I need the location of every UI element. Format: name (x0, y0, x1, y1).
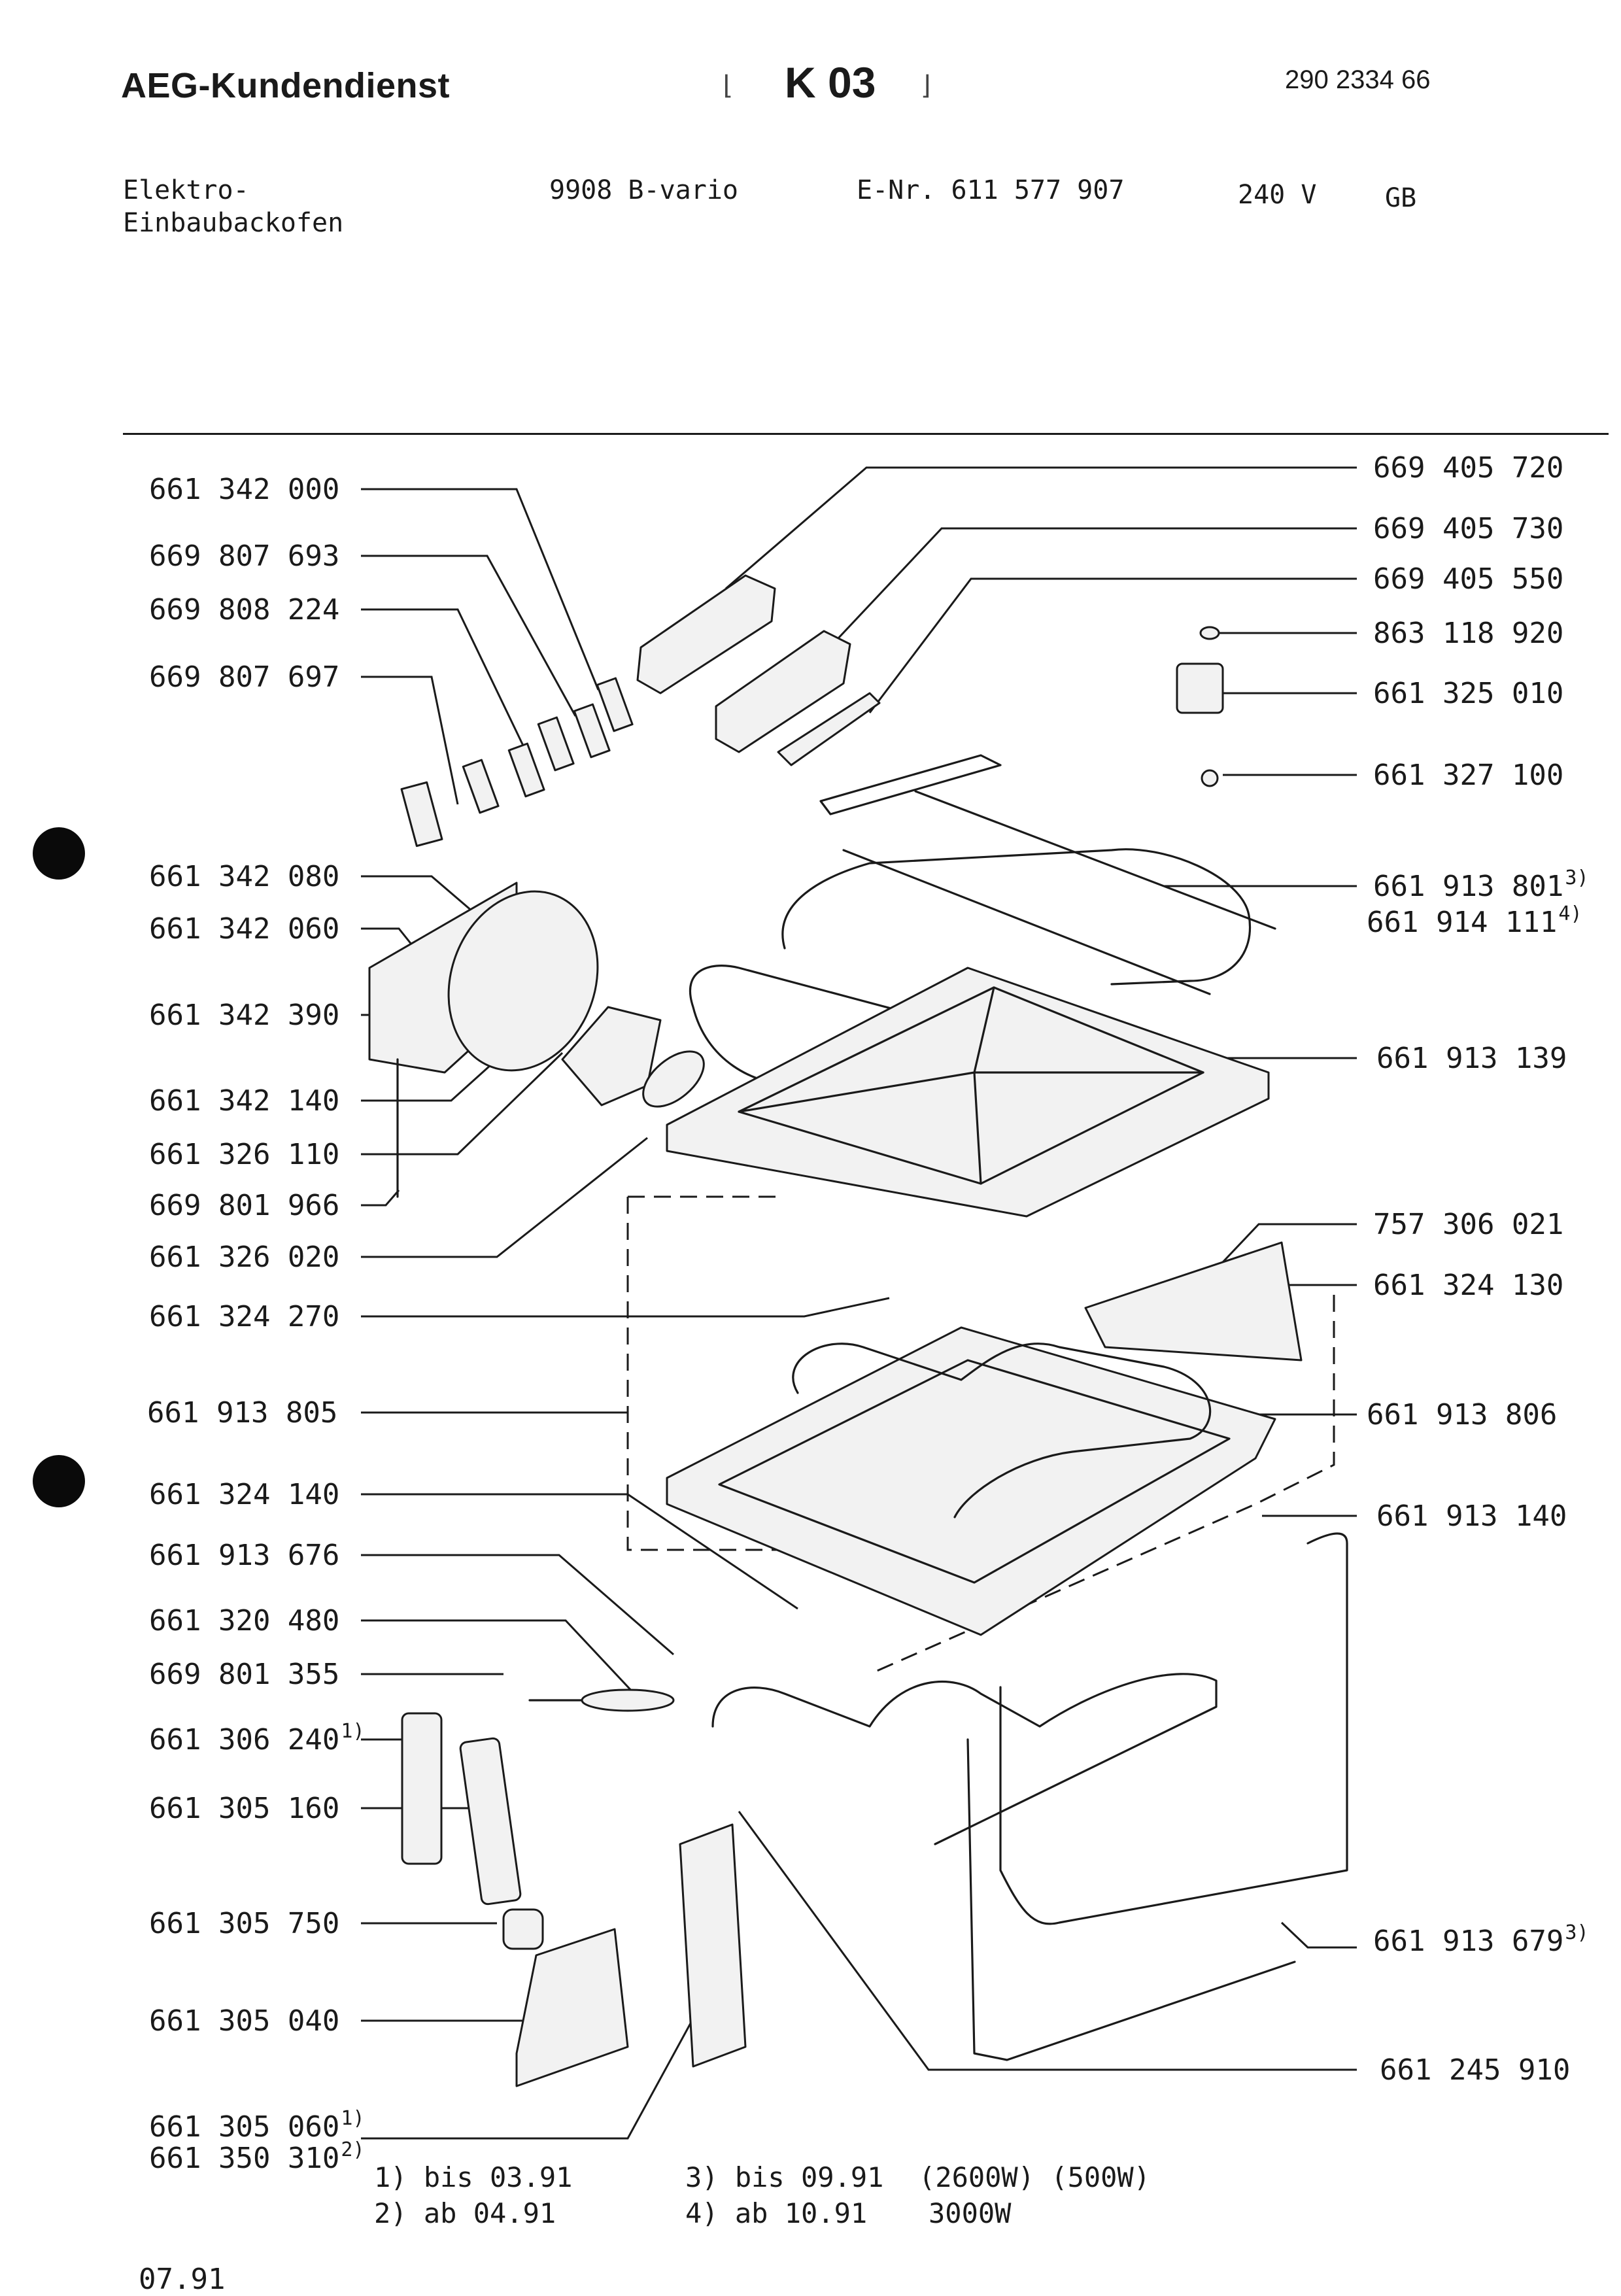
footnote-4-power: 3000W (929, 2197, 1012, 2229)
part-label: 669 405 730 (1373, 512, 1564, 545)
product-model: 9908 B-vario (549, 175, 738, 205)
part-label: 661 324 140 (149, 1478, 340, 1511)
document-number: 290 2334 66 (1285, 65, 1431, 94)
part-label: 661 342 080 (149, 860, 340, 893)
footnote-4: 4) ab 10.91 (685, 2197, 868, 2229)
part-label: 661 913 139 (1376, 1042, 1567, 1075)
part-label: 661 305 040 (149, 2004, 340, 2038)
part-label: 669 807 697 (149, 660, 340, 694)
part-label: 661 305 750 (149, 1907, 340, 1940)
part-label: 661 913 8013) (1373, 866, 1589, 903)
leader-lines-right (725, 466, 1357, 2071)
code-bracket-left: ⌊ (719, 71, 736, 101)
product-type-line2: Einbaubackofen (123, 208, 344, 238)
header-rule (123, 433, 1609, 435)
part-label: 863 118 920 (1373, 617, 1564, 650)
thermostat-parts (1176, 626, 1224, 787)
part-label: 661 327 100 (1373, 759, 1564, 792)
part-label: 669 808 224 (149, 593, 340, 626)
bottom-tray (666, 1241, 1303, 1636)
top-panels (636, 574, 881, 766)
part-label: 661 324 130 (1373, 1269, 1564, 1302)
part-label: 757 306 021 (1373, 1208, 1564, 1241)
punch-hole-bottom (33, 1455, 85, 1507)
part-label: 669 405 720 (1373, 451, 1564, 485)
part-label: 669 405 550 (1373, 562, 1564, 596)
part-label: 661 305 0601) (149, 2107, 365, 2144)
part-label: 661 325 010 (1373, 677, 1564, 710)
brand-title: AEG-Kundendienst (121, 66, 450, 105)
part-label: 661 913 806 (1367, 1398, 1558, 1431)
dashed-group-frame (626, 1195, 1335, 1675)
side-bracket (368, 882, 705, 1198)
document-date: 07.91 (139, 2263, 226, 2296)
part-label: 669 801 966 (149, 1189, 340, 1222)
footnote-1: 1) bis 03.91 (374, 2161, 573, 2193)
code-bracket-right: ⌋ (919, 71, 935, 101)
part-label: 661 326 110 (149, 1138, 340, 1171)
page-code: K 03 (785, 58, 876, 107)
part-label: 661 350 3102) (149, 2138, 365, 2175)
product-e-nr: E-Nr. 611 577 907 (857, 175, 1125, 205)
part-label: 669 801 355 (149, 1658, 340, 1691)
part-label: 661 306 2401) (149, 1720, 365, 1756)
part-label: 661 913 140 (1376, 1499, 1567, 1533)
part-label: 661 913 805 (147, 1396, 338, 1430)
bottom-element (711, 1532, 1348, 2061)
part-label: 661 342 390 (149, 999, 340, 1032)
product-country: GB (1385, 183, 1417, 213)
footnote-2: 2) ab 04.91 (374, 2197, 556, 2229)
part-label: 669 807 693 (149, 540, 340, 573)
part-label: 661 914 1114) (1367, 902, 1582, 939)
oven-cavity (666, 967, 1270, 1218)
part-label: 661 342 060 (149, 912, 340, 946)
part-label: 661 913 6793) (1373, 1921, 1589, 1958)
part-label: 661 324 270 (149, 1300, 340, 1333)
part-label: 661 342 000 (149, 473, 340, 506)
part-label: 661 342 140 (149, 1084, 340, 1118)
footnote-3: 3) bis 09.91 (685, 2161, 884, 2193)
product-type-line1: Elektro- (123, 175, 249, 205)
punch-hole-top (33, 827, 85, 880)
switch-plates (400, 677, 634, 848)
part-label: 661 326 020 (149, 1241, 340, 1274)
part-label: 661 913 676 (149, 1539, 340, 1572)
product-voltage: 240 V (1238, 180, 1317, 210)
part-label: 661 245 910 (1380, 2053, 1571, 2087)
footnote-3-power: (2600W) (500W) (919, 2161, 1151, 2193)
part-label: 661 320 480 (149, 1604, 340, 1637)
lower-small-parts (401, 1688, 747, 2087)
part-label: 661 305 160 (149, 1792, 340, 1825)
